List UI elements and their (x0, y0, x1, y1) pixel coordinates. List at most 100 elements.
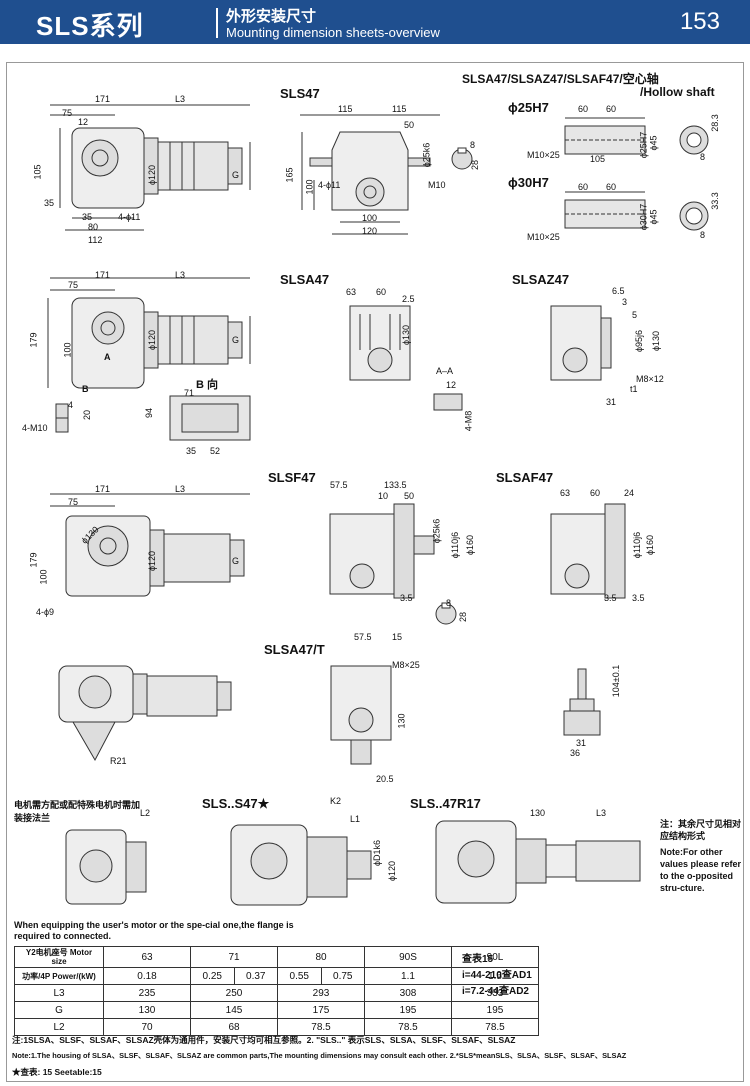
header-divider (216, 8, 218, 38)
dim-8c: 8 (700, 230, 706, 240)
dim-m8x12: M8×12 (636, 374, 664, 384)
dim-l3: L3 (175, 94, 186, 104)
dim-60b: 60 (606, 104, 617, 114)
b-view-drawing (160, 390, 260, 450)
dim-gc: G (232, 556, 240, 566)
row-g-name: G (14, 1001, 104, 1019)
dim-25h7: ϕ25H7 (638, 131, 649, 159)
label-slsaf47: SLSAF47 (496, 470, 554, 485)
dim-105: 105 (590, 154, 606, 164)
title-en: Mounting dimension sheets-overview (226, 25, 440, 40)
dim-31b: 31 (576, 738, 587, 748)
dim-20-5: 20.5 (376, 774, 394, 784)
dim-35c: 35 (186, 446, 197, 456)
dim-60d: 60 (606, 182, 617, 192)
dim-179: 179 (28, 332, 39, 348)
motor-flange-drawing (60, 820, 160, 910)
motor-flange-note: 电机需方配或配特殊电机时需加装接法兰 (14, 800, 141, 823)
row-g-4: 195 (451, 1001, 539, 1019)
hollow-bore-sections (676, 120, 726, 240)
dim-12b: 12 (446, 380, 457, 390)
dim-25k6b: ϕ25k6 (431, 518, 442, 544)
slsf47-front-drawing (320, 500, 450, 600)
dim-35: 35 (44, 198, 55, 208)
dim-75: 75 (62, 108, 73, 118)
dim-60a: 60 (578, 104, 589, 114)
dim-165: 165 (284, 167, 295, 183)
dim-100d: 100 (38, 569, 49, 585)
dim-25k6: ϕ25k6 (421, 142, 432, 168)
dim-100: 100 (304, 179, 315, 195)
dim-171c: 171 (95, 484, 111, 494)
content-frame (6, 62, 744, 1082)
dim-130b: 130 (530, 808, 546, 818)
power-1: 0.25 (190, 967, 235, 985)
dim-a-a: A–A (436, 366, 454, 376)
dim-104: 104±0.1 (611, 664, 622, 698)
dim-133-5: 133.5 (384, 480, 407, 490)
note-right-en: Note:For other values please refer to th… (660, 847, 742, 893)
dim-171: 171 (95, 94, 111, 104)
dim-20: 20 (82, 409, 93, 421)
dim-l2: L2 (140, 808, 151, 818)
note-right-zh: 注：其余尺寸见相对应结构形式 (660, 819, 742, 841)
dim-60f: 60 (590, 488, 601, 498)
dim-60e: 60 (376, 287, 387, 297)
dim-phi130: ϕ130 (401, 324, 412, 346)
row-l2-4: 78.5 (451, 1018, 539, 1036)
dim-36: 36 (570, 748, 581, 758)
dim-phi45a: ϕ45 (648, 135, 659, 151)
dim-4m8: 4-M8 (463, 410, 474, 432)
dim-50: 50 (404, 120, 415, 130)
dim-105: 105 (32, 164, 43, 180)
dim-4phi9: 4-ϕ9 (36, 607, 55, 617)
dim-k2: K2 (330, 796, 342, 806)
row-l2-3: 78.5 (364, 1018, 452, 1036)
dim-31: 31 (606, 397, 617, 407)
dim-m8x25: M8×25 (392, 660, 420, 670)
label-slsa47: SLSA47 (280, 272, 330, 287)
dim-2-5: 2.5 (402, 294, 415, 304)
dim-l3c: L3 (175, 484, 186, 494)
dim-171b: 171 (95, 270, 111, 280)
slsaf47-front-drawing (545, 500, 635, 600)
dim-phi120b: ϕ120 (147, 329, 158, 351)
row-l2-name: L2 (14, 1018, 104, 1036)
dim-phi120c: ϕ120 (147, 550, 158, 572)
dim-r21: R21 (110, 756, 127, 766)
dim-57-5: 57.5 (330, 480, 348, 490)
dim-5: 5 (632, 310, 638, 320)
dim-8b: 8 (700, 152, 706, 162)
dim-10: 10 (378, 491, 389, 501)
dim-12: 12 (78, 117, 89, 127)
title-zh: 外形安装尺寸 (226, 8, 317, 25)
dim-l3d: L3 (596, 808, 607, 818)
dim-50b: 50 (404, 491, 415, 501)
dim-130: 130 (396, 713, 407, 729)
row-l2-1: 68 (190, 1018, 278, 1036)
dim-phi45b: ϕ45 (648, 209, 659, 225)
dim-57-5b: 57.5 (354, 632, 372, 642)
dim-110j6b: ϕ110j6 (632, 531, 643, 559)
torque-arm-bolt (560, 665, 610, 755)
dim-m10x25a: M10×25 (527, 150, 560, 160)
hollow-shaft-drawings (540, 112, 660, 242)
slsa47t-front-drawing (325, 660, 415, 770)
row-l2-0: 70 (103, 1018, 191, 1036)
dim-11: t1 (630, 384, 638, 394)
note-right: 注：其余尺寸见相对应结构形式 Note:For other values ple… (660, 818, 748, 894)
dim-115a: 115 (338, 104, 353, 114)
power-5: 1.1 (364, 967, 452, 985)
dim-g: G (232, 170, 240, 180)
dim-l3b: L3 (175, 270, 186, 280)
slsa47-side-drawing (30, 268, 260, 438)
table-head-power: 功率/4P Power/(kW) (14, 967, 104, 985)
dim-28: 28 (470, 159, 481, 171)
dim-3-5b: 3.5 (604, 593, 617, 603)
label-b: B (82, 384, 89, 394)
dim-4phi11b: 4-ϕ11 (318, 180, 341, 190)
label-sls-47r17: SLS..47R17 (410, 796, 481, 811)
dim-30h7: ϕ30H7 (638, 203, 649, 231)
dim-63b: 63 (560, 488, 571, 498)
dim-60c: 60 (578, 182, 589, 192)
